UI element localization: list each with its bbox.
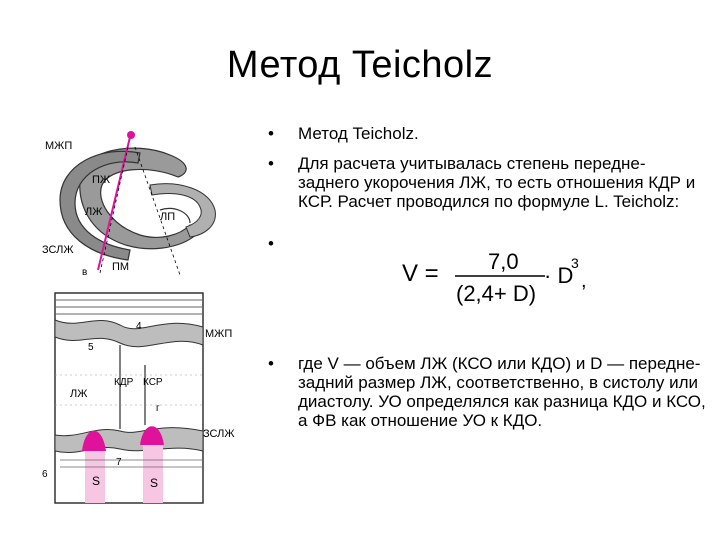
label-b: в	[82, 267, 87, 278]
label-g: г	[156, 403, 160, 414]
formula-numerator: 7,0	[488, 249, 519, 274]
echocardiography-diagram: МЖП ПЖ ЛЖ ЛП ЗСЛЖ ПМ в 4 МЖП 5 КДР КСР Л…	[42, 131, 234, 504]
formula-denominator: (2,4+ D)	[456, 281, 536, 306]
label-mzhp2: МЖП	[205, 328, 232, 340]
formula-lhs: V =	[402, 260, 439, 287]
label-s2: S	[150, 476, 158, 490]
label-mzhp: МЖП	[45, 140, 72, 152]
heart-section-diagram: МЖП ПЖ ЛЖ ЛП ЗСЛЖ ПМ в	[42, 131, 216, 278]
label-ksr: КСР	[143, 377, 163, 388]
teicholz-formula: V = 7,0 (2,4+ D) · D 3 ,	[402, 249, 587, 306]
label-lp: ЛП	[160, 211, 175, 223]
label-zslzh2: ЗСЛЖ	[203, 428, 234, 440]
label-pm: ПМ	[112, 261, 129, 273]
label-lzh2: ЛЖ	[70, 388, 87, 400]
label-zslzh: ЗСЛЖ	[42, 244, 73, 256]
label-lzh: ЛЖ	[85, 206, 102, 218]
formula-factor: · D	[544, 263, 573, 288]
formula-exponent: 3	[571, 255, 579, 271]
m-mode-diagram: 4 МЖП 5 КДР КСР ЛЖ г ЗСЛЖ 6 7 S S	[42, 292, 234, 504]
label-s1: S	[92, 474, 100, 488]
bullet-item: Для расчета учитывалась степень передне-…	[268, 154, 698, 211]
label-6: 6	[42, 469, 48, 480]
label-5: 5	[88, 342, 94, 353]
bullet-item: Метод Teicholz.	[268, 124, 419, 143]
label-kdr: КДР	[114, 377, 134, 388]
slide-title: Метод Teicholz	[226, 44, 494, 86]
label-4: 4	[136, 321, 142, 332]
formula-comma: ,	[581, 270, 587, 292]
label-7: 7	[116, 457, 122, 468]
bullet-item: где V — объем ЛЖ (КСО или КДО) и D — пер…	[268, 354, 708, 430]
label-pzh: ПЖ	[92, 174, 110, 186]
